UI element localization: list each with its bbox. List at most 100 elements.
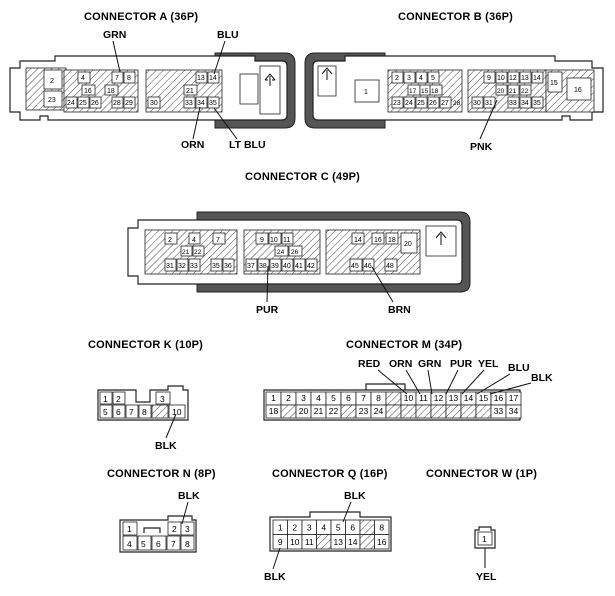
pin-cell bbox=[122, 535, 138, 551]
wire-leader bbox=[213, 107, 238, 140]
pin-cell bbox=[125, 404, 139, 419]
up-arrow-icon bbox=[264, 73, 276, 86]
pin-cell bbox=[400, 232, 418, 254]
pin-label: 21 bbox=[186, 88, 194, 95]
pin-label: 20 bbox=[404, 241, 412, 248]
pin-cell bbox=[439, 96, 452, 109]
pin-label: 24 bbox=[374, 406, 384, 416]
pin-cell bbox=[268, 232, 282, 245]
pin-label: 7 bbox=[216, 237, 220, 244]
pin-label: 16 bbox=[374, 237, 382, 244]
pin-label: 13 bbox=[521, 75, 529, 82]
pin-label: 1 bbox=[364, 89, 368, 96]
pin-cell bbox=[566, 77, 592, 101]
pin-label: 7 bbox=[129, 407, 134, 417]
pin-cell bbox=[89, 96, 102, 109]
pin-cell bbox=[77, 96, 90, 109]
wire-label-orn: ORN bbox=[389, 358, 412, 370]
wire-label-red: RED bbox=[358, 358, 381, 370]
pin-cell bbox=[507, 71, 520, 84]
connector-w: CONNECTOR W (1P) 1 YEL bbox=[426, 468, 537, 583]
pin-cell bbox=[183, 96, 196, 109]
pin-cell bbox=[269, 258, 282, 272]
pin-label: 24 bbox=[277, 249, 285, 256]
pin-label: 1 bbox=[271, 393, 276, 403]
pin-label: 6 bbox=[350, 523, 355, 533]
pin-label: 23 bbox=[48, 97, 56, 104]
pin-cell bbox=[519, 71, 532, 84]
pin-cell bbox=[351, 232, 365, 245]
pin-label: 2 bbox=[286, 393, 291, 403]
pin-label: 6 bbox=[346, 393, 351, 403]
pin-cell bbox=[245, 258, 258, 272]
pin-cell bbox=[180, 245, 193, 257]
pin-label: 4 bbox=[419, 75, 423, 82]
pin-cell bbox=[122, 521, 138, 536]
pin-label: 3 bbox=[185, 524, 190, 534]
pin-label: 13 bbox=[449, 393, 459, 403]
pin-cell bbox=[166, 535, 181, 551]
pin-label: 4 bbox=[192, 237, 196, 244]
pin-label: 4 bbox=[321, 523, 326, 533]
wire-leader bbox=[445, 369, 459, 395]
pin-label: 33 bbox=[185, 100, 193, 107]
pin-cell bbox=[77, 71, 91, 84]
wire-label-pur: PUR bbox=[256, 304, 279, 316]
pin-cell bbox=[274, 245, 289, 257]
blank-pin-cell bbox=[415, 404, 432, 419]
connector-n-title: CONNECTOR N (8P) bbox=[107, 468, 216, 480]
wire-leader bbox=[213, 40, 226, 75]
pin-label: 2 bbox=[172, 524, 177, 534]
connector-w-title: CONNECTOR W (1P) bbox=[426, 468, 537, 480]
pin-cell bbox=[188, 232, 201, 245]
pin-cell bbox=[403, 71, 416, 84]
wire-leader bbox=[476, 373, 511, 395]
connector-c-title: CONNECTOR C (49P) bbox=[245, 171, 360, 183]
pin-cell bbox=[547, 71, 563, 93]
pin-label: 12 bbox=[434, 393, 444, 403]
pin-cell bbox=[419, 84, 431, 96]
pin-cell bbox=[123, 96, 136, 109]
pin-label: 12 bbox=[509, 75, 517, 82]
pin-cell bbox=[391, 71, 404, 84]
pin-cell bbox=[104, 84, 119, 96]
pin-cell bbox=[471, 96, 484, 109]
pin-cell bbox=[207, 96, 220, 109]
pin-cell bbox=[415, 96, 428, 109]
pin-cell bbox=[210, 258, 223, 272]
connector-q-title: CONNECTOR Q (16P) bbox=[272, 468, 388, 480]
pin-cell bbox=[385, 232, 399, 245]
pin-label: 11 bbox=[305, 537, 314, 547]
wire-leader bbox=[405, 369, 421, 395]
pin-label: 27 bbox=[441, 100, 449, 107]
pin-cell bbox=[305, 258, 318, 272]
pin-label: 14 bbox=[348, 537, 358, 547]
pin-label: 14 bbox=[354, 237, 362, 244]
pin-label: 33 bbox=[494, 406, 504, 416]
pin-cell bbox=[531, 96, 544, 109]
pin-cell bbox=[99, 391, 113, 405]
pin-label: 13 bbox=[334, 537, 344, 547]
wire-label-blk-bottom: BLK bbox=[264, 571, 286, 583]
wire-label-blu: BLU bbox=[217, 29, 239, 41]
blank-pin-cell bbox=[340, 404, 357, 419]
pin-label: 3 bbox=[301, 393, 306, 403]
pin-label: 3 bbox=[307, 523, 312, 533]
blank-pin-cell bbox=[385, 391, 402, 406]
pin-label: 11 bbox=[283, 237, 290, 244]
pin-cell bbox=[519, 96, 532, 109]
connector-m-title: CONNECTOR M (34P) bbox=[346, 339, 462, 351]
pin-label: 10 bbox=[270, 237, 278, 244]
pin-cell bbox=[293, 258, 306, 272]
pin-label: 22 bbox=[194, 249, 202, 256]
pin-label: 42 bbox=[307, 263, 315, 270]
pin-label: 5 bbox=[431, 75, 435, 82]
pin-label: 8 bbox=[127, 75, 131, 82]
pin-label: 36 bbox=[224, 263, 232, 270]
pin-cell bbox=[168, 404, 186, 419]
pin-cell bbox=[531, 71, 544, 84]
wire-leader bbox=[427, 369, 433, 395]
